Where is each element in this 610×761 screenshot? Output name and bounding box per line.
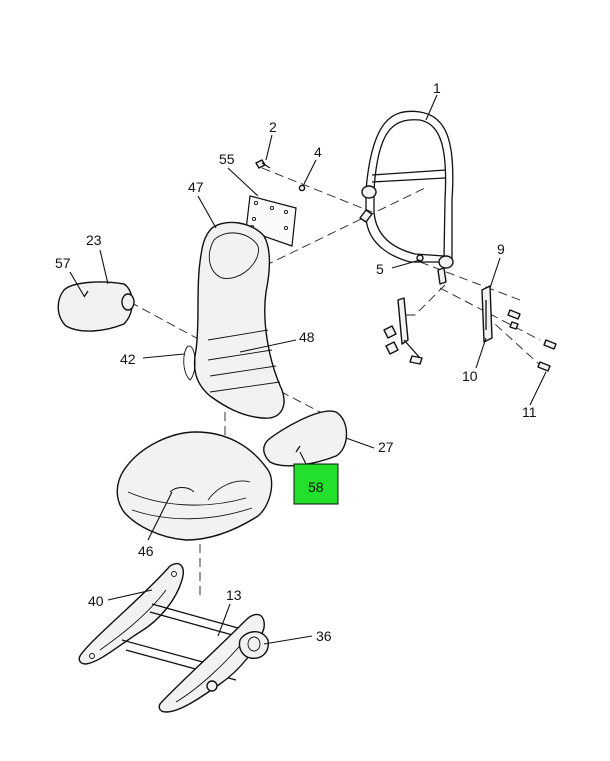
part-40-side-rail: [78, 562, 184, 665]
callout-40[interactable]: 40: [88, 593, 104, 609]
part-23-armrest-left: [57, 281, 135, 332]
part-5-nut: [416, 254, 424, 262]
part-9-bracket: [481, 285, 493, 343]
callout-11[interactable]: 11: [522, 404, 537, 420]
callout-48[interactable]: 48: [299, 329, 315, 345]
linkage-bracket: [383, 297, 423, 365]
part-47-seat-back: [183, 221, 285, 419]
highlight-58-box[interactable]: [293, 463, 339, 505]
callout-36[interactable]: 36: [316, 628, 332, 644]
callout-13[interactable]: 13: [226, 587, 242, 603]
callout-5[interactable]: 5: [376, 261, 384, 277]
callout-9[interactable]: 9: [497, 241, 505, 257]
callout-27[interactable]: 27: [378, 439, 394, 455]
callout-55[interactable]: 55: [219, 151, 235, 167]
callout-4[interactable]: 4: [314, 144, 322, 160]
part-27-armrest-right: [263, 410, 348, 467]
callout-labels: 1 2 4 5 9 10 11 13 23 27 36 40 42 46 47 …: [55, 80, 537, 644]
callout-1[interactable]: 1: [433, 80, 441, 96]
callout-47[interactable]: 47: [188, 179, 204, 195]
callout-46[interactable]: 46: [138, 543, 154, 559]
part-46-seat-cushion: [116, 431, 273, 541]
callout-10[interactable]: 10: [462, 368, 478, 384]
part-2-screw: [255, 159, 271, 169]
part-4-nut: [298, 184, 306, 192]
callout-42[interactable]: 42: [120, 351, 136, 367]
part-11-bolts: [507, 309, 557, 372]
leader-lines: [69, 94, 547, 645]
highlight-58-label: 58: [308, 479, 324, 495]
part-1-frame: [359, 110, 454, 285]
callout-23[interactable]: 23: [86, 232, 102, 248]
callout-57[interactable]: 57: [55, 255, 71, 271]
highlight-58[interactable]: 58: [293, 463, 339, 505]
callout-2[interactable]: 2: [269, 119, 277, 135]
part-36-knob: [238, 631, 269, 659]
